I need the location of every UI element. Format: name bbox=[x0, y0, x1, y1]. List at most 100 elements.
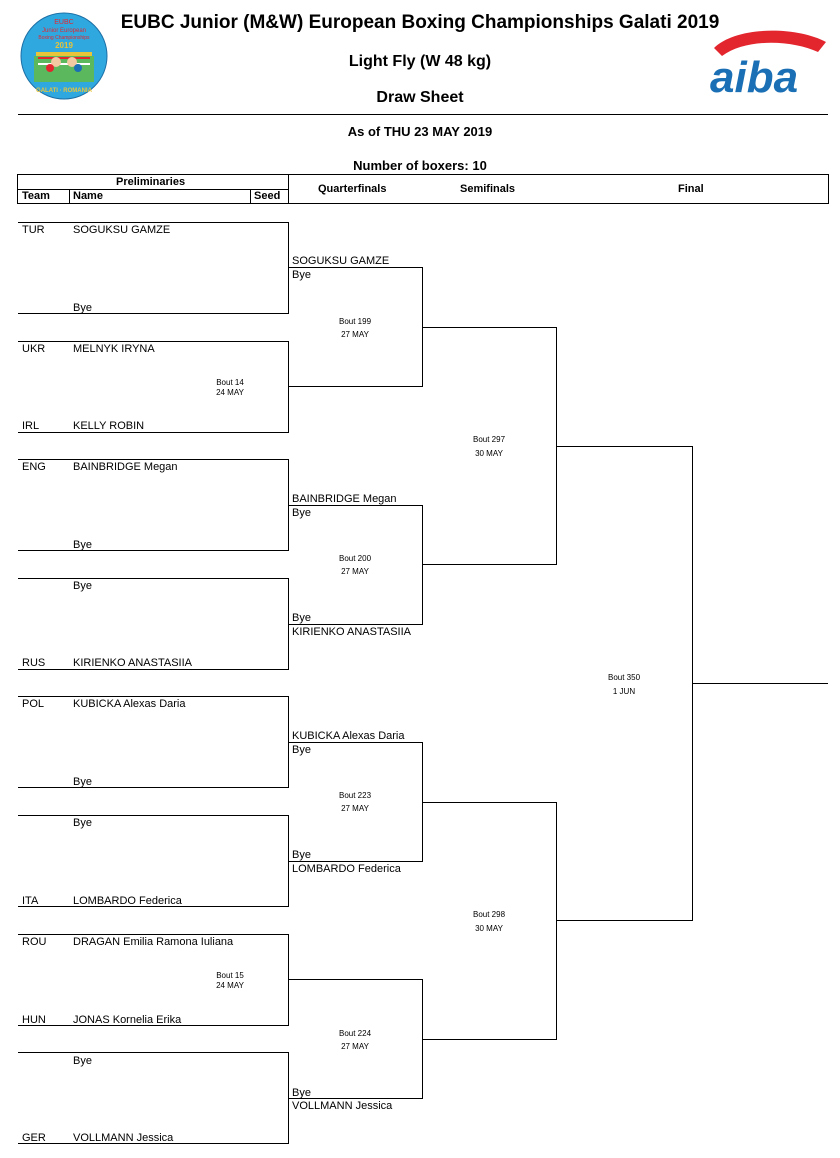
entry-team: ROU bbox=[22, 936, 47, 948]
col-preliminaries: Preliminaries bbox=[116, 176, 186, 188]
bracket-line bbox=[288, 222, 289, 314]
qf-winner: LOMBARDO Federica bbox=[292, 863, 401, 875]
col-name: Name bbox=[73, 190, 103, 202]
bracket-line bbox=[288, 341, 289, 433]
bracket-line bbox=[18, 432, 289, 433]
bracket-line bbox=[288, 624, 423, 625]
entry-name: Bye bbox=[73, 817, 92, 829]
bracket-line bbox=[422, 802, 557, 803]
bout-number: Bout 200 bbox=[338, 554, 372, 563]
sheet-title: Draw Sheet bbox=[376, 89, 464, 106]
col-final: Final bbox=[678, 183, 704, 195]
entry-team: GER bbox=[22, 1132, 46, 1144]
entry-name: Bye bbox=[73, 539, 92, 551]
entry-name: DRAGAN Emilia Ramona Iuliana bbox=[73, 936, 234, 948]
header-divider bbox=[18, 114, 828, 115]
svg-text:Junior European: Junior European bbox=[42, 28, 86, 34]
bout-date: 30 MAY bbox=[475, 449, 503, 458]
qf-winner: KUBICKA Alexas Daria bbox=[292, 730, 405, 742]
bracket-line bbox=[18, 787, 289, 788]
bout-number: Bout 14 bbox=[216, 378, 244, 387]
bracket-line bbox=[18, 1025, 289, 1026]
qf-winner: VOLLMANN Jessica bbox=[292, 1100, 393, 1112]
bout-date: 1 JUN bbox=[612, 687, 636, 696]
bracket-line bbox=[422, 327, 557, 328]
qf-entry: Bye bbox=[292, 612, 311, 624]
entry-team: POL bbox=[22, 698, 45, 710]
bout-date: 27 MAY bbox=[341, 1042, 369, 1051]
qf-winner: SOGUKSU GAMZE bbox=[292, 255, 390, 267]
column-header bbox=[17, 174, 829, 204]
svg-text:EUBC: EUBC bbox=[54, 19, 73, 26]
svg-text:Boxing Championships: Boxing Championships bbox=[38, 35, 90, 41]
bracket-line bbox=[288, 386, 423, 387]
entry-team: RUS bbox=[22, 657, 46, 669]
bout-date: 24 MAY bbox=[216, 388, 244, 397]
entry-name: SOGUKSU GAMZE bbox=[73, 224, 171, 236]
bout-date: 30 MAY bbox=[475, 924, 503, 933]
qf-winner: BAINBRIDGE Megan bbox=[292, 493, 397, 505]
entry-name: Bye bbox=[73, 302, 92, 314]
entry-name: JONAS Kornelia Erika bbox=[73, 1014, 182, 1026]
entry-name: BAINBRIDGE Megan bbox=[73, 461, 178, 473]
entry-name: KIRIENKO ANASTASIIA bbox=[73, 657, 192, 669]
bout-date: 27 MAY bbox=[341, 804, 369, 813]
entry-name: Bye bbox=[73, 580, 92, 592]
col-seed: Seed bbox=[254, 190, 281, 202]
bout-number: Bout 224 bbox=[338, 1029, 372, 1038]
weight-class: Light Fly (W 48 kg) bbox=[348, 53, 492, 70]
bracket-line bbox=[18, 669, 289, 670]
entry-name: KELLY ROBIN bbox=[73, 420, 145, 432]
entry-team: UKR bbox=[22, 343, 46, 355]
as-of-date: As of THU 23 MAY 2019 bbox=[347, 124, 493, 139]
bout-number: Bout 350 bbox=[607, 673, 641, 682]
entry-name: MELNYK IRYNA bbox=[73, 343, 155, 355]
entry-team: HUN bbox=[22, 1014, 46, 1026]
entry-team: TUR bbox=[22, 224, 45, 236]
eubc-logo: EUBC Junior European Boxing Championship… bbox=[20, 12, 108, 100]
qf-entry: Bye bbox=[292, 507, 311, 519]
bracket-line bbox=[18, 459, 289, 460]
page-title: EUBC Junior (M&W) European Boxing Champi… bbox=[120, 12, 720, 33]
col-quarterfinals: Quarterfinals bbox=[318, 183, 387, 195]
bout-date: 27 MAY bbox=[341, 567, 369, 576]
bracket-line bbox=[288, 934, 289, 1026]
bracket-line bbox=[288, 979, 423, 980]
bracket-line bbox=[556, 920, 693, 921]
entry-team: IRL bbox=[22, 420, 40, 432]
entry-name: Bye bbox=[73, 776, 92, 788]
bout-number: Bout 15 bbox=[216, 971, 244, 980]
bracket-line bbox=[18, 815, 289, 816]
col-team: Team bbox=[22, 190, 50, 202]
qf-entry: Bye bbox=[292, 269, 311, 281]
bracket-line bbox=[288, 742, 423, 743]
qf-entry: Bye bbox=[292, 744, 311, 756]
bracket-line bbox=[288, 505, 423, 506]
bout-number: Bout 298 bbox=[472, 910, 506, 919]
bracket-line bbox=[422, 1039, 557, 1040]
bout-number: Bout 297 bbox=[472, 435, 506, 444]
entry-team: ENG bbox=[22, 461, 46, 473]
entry-name: KUBICKA Alexas Daria bbox=[73, 698, 186, 710]
champion-line bbox=[692, 683, 828, 684]
boxer-count: Number of boxers: 10 bbox=[353, 158, 487, 173]
bout-date: 27 MAY bbox=[341, 330, 369, 339]
bracket-line bbox=[18, 1052, 289, 1053]
header-divider-h bbox=[18, 189, 288, 190]
bracket-line bbox=[556, 446, 693, 447]
bracket-line bbox=[288, 861, 423, 862]
bracket-line bbox=[556, 802, 557, 1040]
bracket-line bbox=[18, 578, 289, 579]
bout-number: Bout 223 bbox=[338, 791, 372, 800]
qf-entry: Bye bbox=[292, 1087, 311, 1099]
bracket-line bbox=[18, 550, 289, 551]
header-divider-v bbox=[288, 174, 289, 203]
header-divider-v bbox=[250, 189, 251, 203]
bracket-line bbox=[18, 906, 289, 907]
aiba-logo: aiba bbox=[706, 24, 832, 102]
qf-winner: KIRIENKO ANASTASIIA bbox=[292, 626, 411, 638]
entry-team: ITA bbox=[22, 895, 39, 907]
bracket-line bbox=[422, 564, 557, 565]
bracket-line bbox=[18, 696, 289, 697]
entry-name: Bye bbox=[73, 1055, 92, 1067]
